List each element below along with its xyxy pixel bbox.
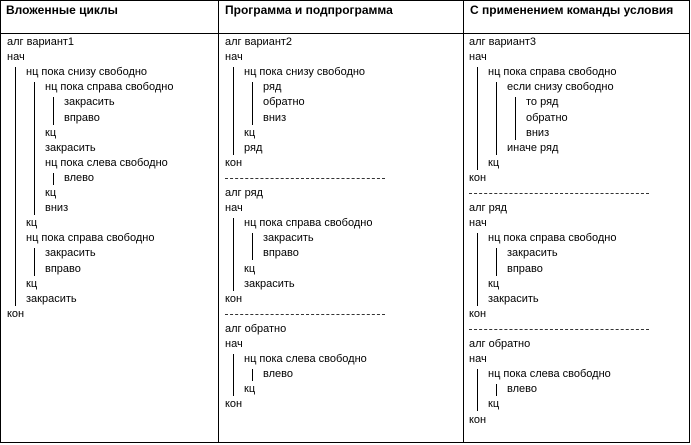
code-line: нц пока справа свободно xyxy=(26,232,155,245)
code-line: закрасить xyxy=(45,141,96,154)
code-line: вниз xyxy=(45,202,69,215)
code-line: закрасить xyxy=(64,96,115,109)
indent-bar xyxy=(496,384,497,397)
indent-bar xyxy=(477,67,478,170)
code-line: вправо xyxy=(507,262,543,275)
indent-bar xyxy=(515,97,516,140)
column-divider xyxy=(463,1,464,442)
indent-bar xyxy=(252,369,253,382)
indent-bar xyxy=(233,354,234,397)
code-line: нц пока справа свободно xyxy=(488,66,617,79)
code-line: кц xyxy=(244,383,256,396)
code-line: кон xyxy=(225,156,243,169)
column-divider xyxy=(218,1,219,442)
indent-bar xyxy=(34,248,35,276)
code-line: нц пока справа свободно xyxy=(488,232,617,245)
code-line: нач xyxy=(225,338,243,350)
code-line: кц xyxy=(488,398,500,411)
code-line: если снизу свободно xyxy=(507,81,614,94)
code-line: кц xyxy=(244,126,256,139)
indent-bar xyxy=(477,233,478,306)
header-nested-loops: Вложенные циклы xyxy=(6,3,118,17)
code-line: нц пока справа свободно xyxy=(45,81,174,94)
code-line: кц xyxy=(45,187,57,199)
code-line: кц xyxy=(244,262,256,275)
indent-bar xyxy=(233,218,234,291)
code-line: нц пока слева свободно xyxy=(45,156,168,169)
code-line: нач xyxy=(225,202,243,215)
indent-bar xyxy=(477,369,478,412)
indent-bar xyxy=(34,82,35,216)
code-line: закрасить xyxy=(488,292,539,305)
code-line: кон xyxy=(225,292,243,305)
separator-line xyxy=(225,313,385,315)
code-line: иначе ряд xyxy=(507,141,559,154)
code-line: кц xyxy=(26,277,38,290)
code-line: закрасить xyxy=(244,277,295,290)
indent-bar xyxy=(496,82,497,155)
indent-bar xyxy=(496,248,497,276)
code-line: алг обратно xyxy=(225,322,287,335)
code-line: влево xyxy=(263,368,293,381)
code-line: обратно xyxy=(263,96,305,109)
separator-line xyxy=(469,328,649,330)
code-line: кц xyxy=(488,277,500,290)
code-line: то ряд xyxy=(526,96,559,109)
code-line: алг ряд xyxy=(469,202,507,215)
code-line: вправо xyxy=(64,111,100,124)
code-line: влево xyxy=(507,383,537,396)
code-line: вправо xyxy=(263,247,299,260)
code-line: нц пока слева свободно xyxy=(244,353,367,366)
code-line: обратно xyxy=(526,111,568,124)
code-line: кц xyxy=(26,217,38,230)
indent-bar xyxy=(252,233,253,261)
code-line: нц пока справа свободно xyxy=(244,217,373,230)
indent-bar xyxy=(15,67,16,306)
code-line: закрасить xyxy=(507,247,558,260)
code-line: нач xyxy=(469,217,487,230)
code-line: нач xyxy=(469,353,487,366)
code-line: кон xyxy=(469,307,487,320)
code-line: кц xyxy=(488,156,500,169)
code-line: кон xyxy=(469,171,487,184)
header-program-subprogram: Программа и подпрограмма xyxy=(225,3,393,17)
code-line: кон xyxy=(7,307,25,320)
code-line: нц пока снизу свободно xyxy=(26,66,148,79)
code-line: ряд xyxy=(244,141,263,154)
code-line: закрасить xyxy=(45,247,96,260)
code-line: вниз xyxy=(526,126,550,139)
code-line: кон xyxy=(225,398,243,411)
indent-bar xyxy=(53,172,54,185)
code-line: вправо xyxy=(45,262,81,275)
code-line: закрасить xyxy=(263,232,314,245)
header-divider xyxy=(1,33,689,34)
indent-bar xyxy=(53,97,54,125)
code-line: алг вариант2 xyxy=(225,36,293,48)
code-line: нач xyxy=(7,51,25,64)
header-conditional: С применением команды условия xyxy=(470,3,674,17)
code-line: нач xyxy=(469,51,487,64)
code-line: нач xyxy=(225,51,243,64)
code-line: вниз xyxy=(263,111,287,124)
indent-bar xyxy=(233,67,234,155)
code-line: алг ряд xyxy=(225,187,263,199)
code-line: влево xyxy=(64,171,94,184)
code-line: алг обратно xyxy=(469,338,531,350)
code-line: кон xyxy=(469,413,487,426)
code-line: закрасить xyxy=(26,292,77,305)
code-line: нц пока слева свободно xyxy=(488,368,611,381)
code-line: алг вариант1 xyxy=(7,36,75,48)
separator-line xyxy=(225,177,385,179)
indent-bar xyxy=(252,82,253,125)
code-line: кц xyxy=(45,126,57,139)
code-line: алг вариант3 xyxy=(469,36,537,48)
code-line: нц пока снизу свободно xyxy=(244,66,366,79)
separator-line xyxy=(469,193,649,194)
code-line: ряд xyxy=(263,81,282,94)
